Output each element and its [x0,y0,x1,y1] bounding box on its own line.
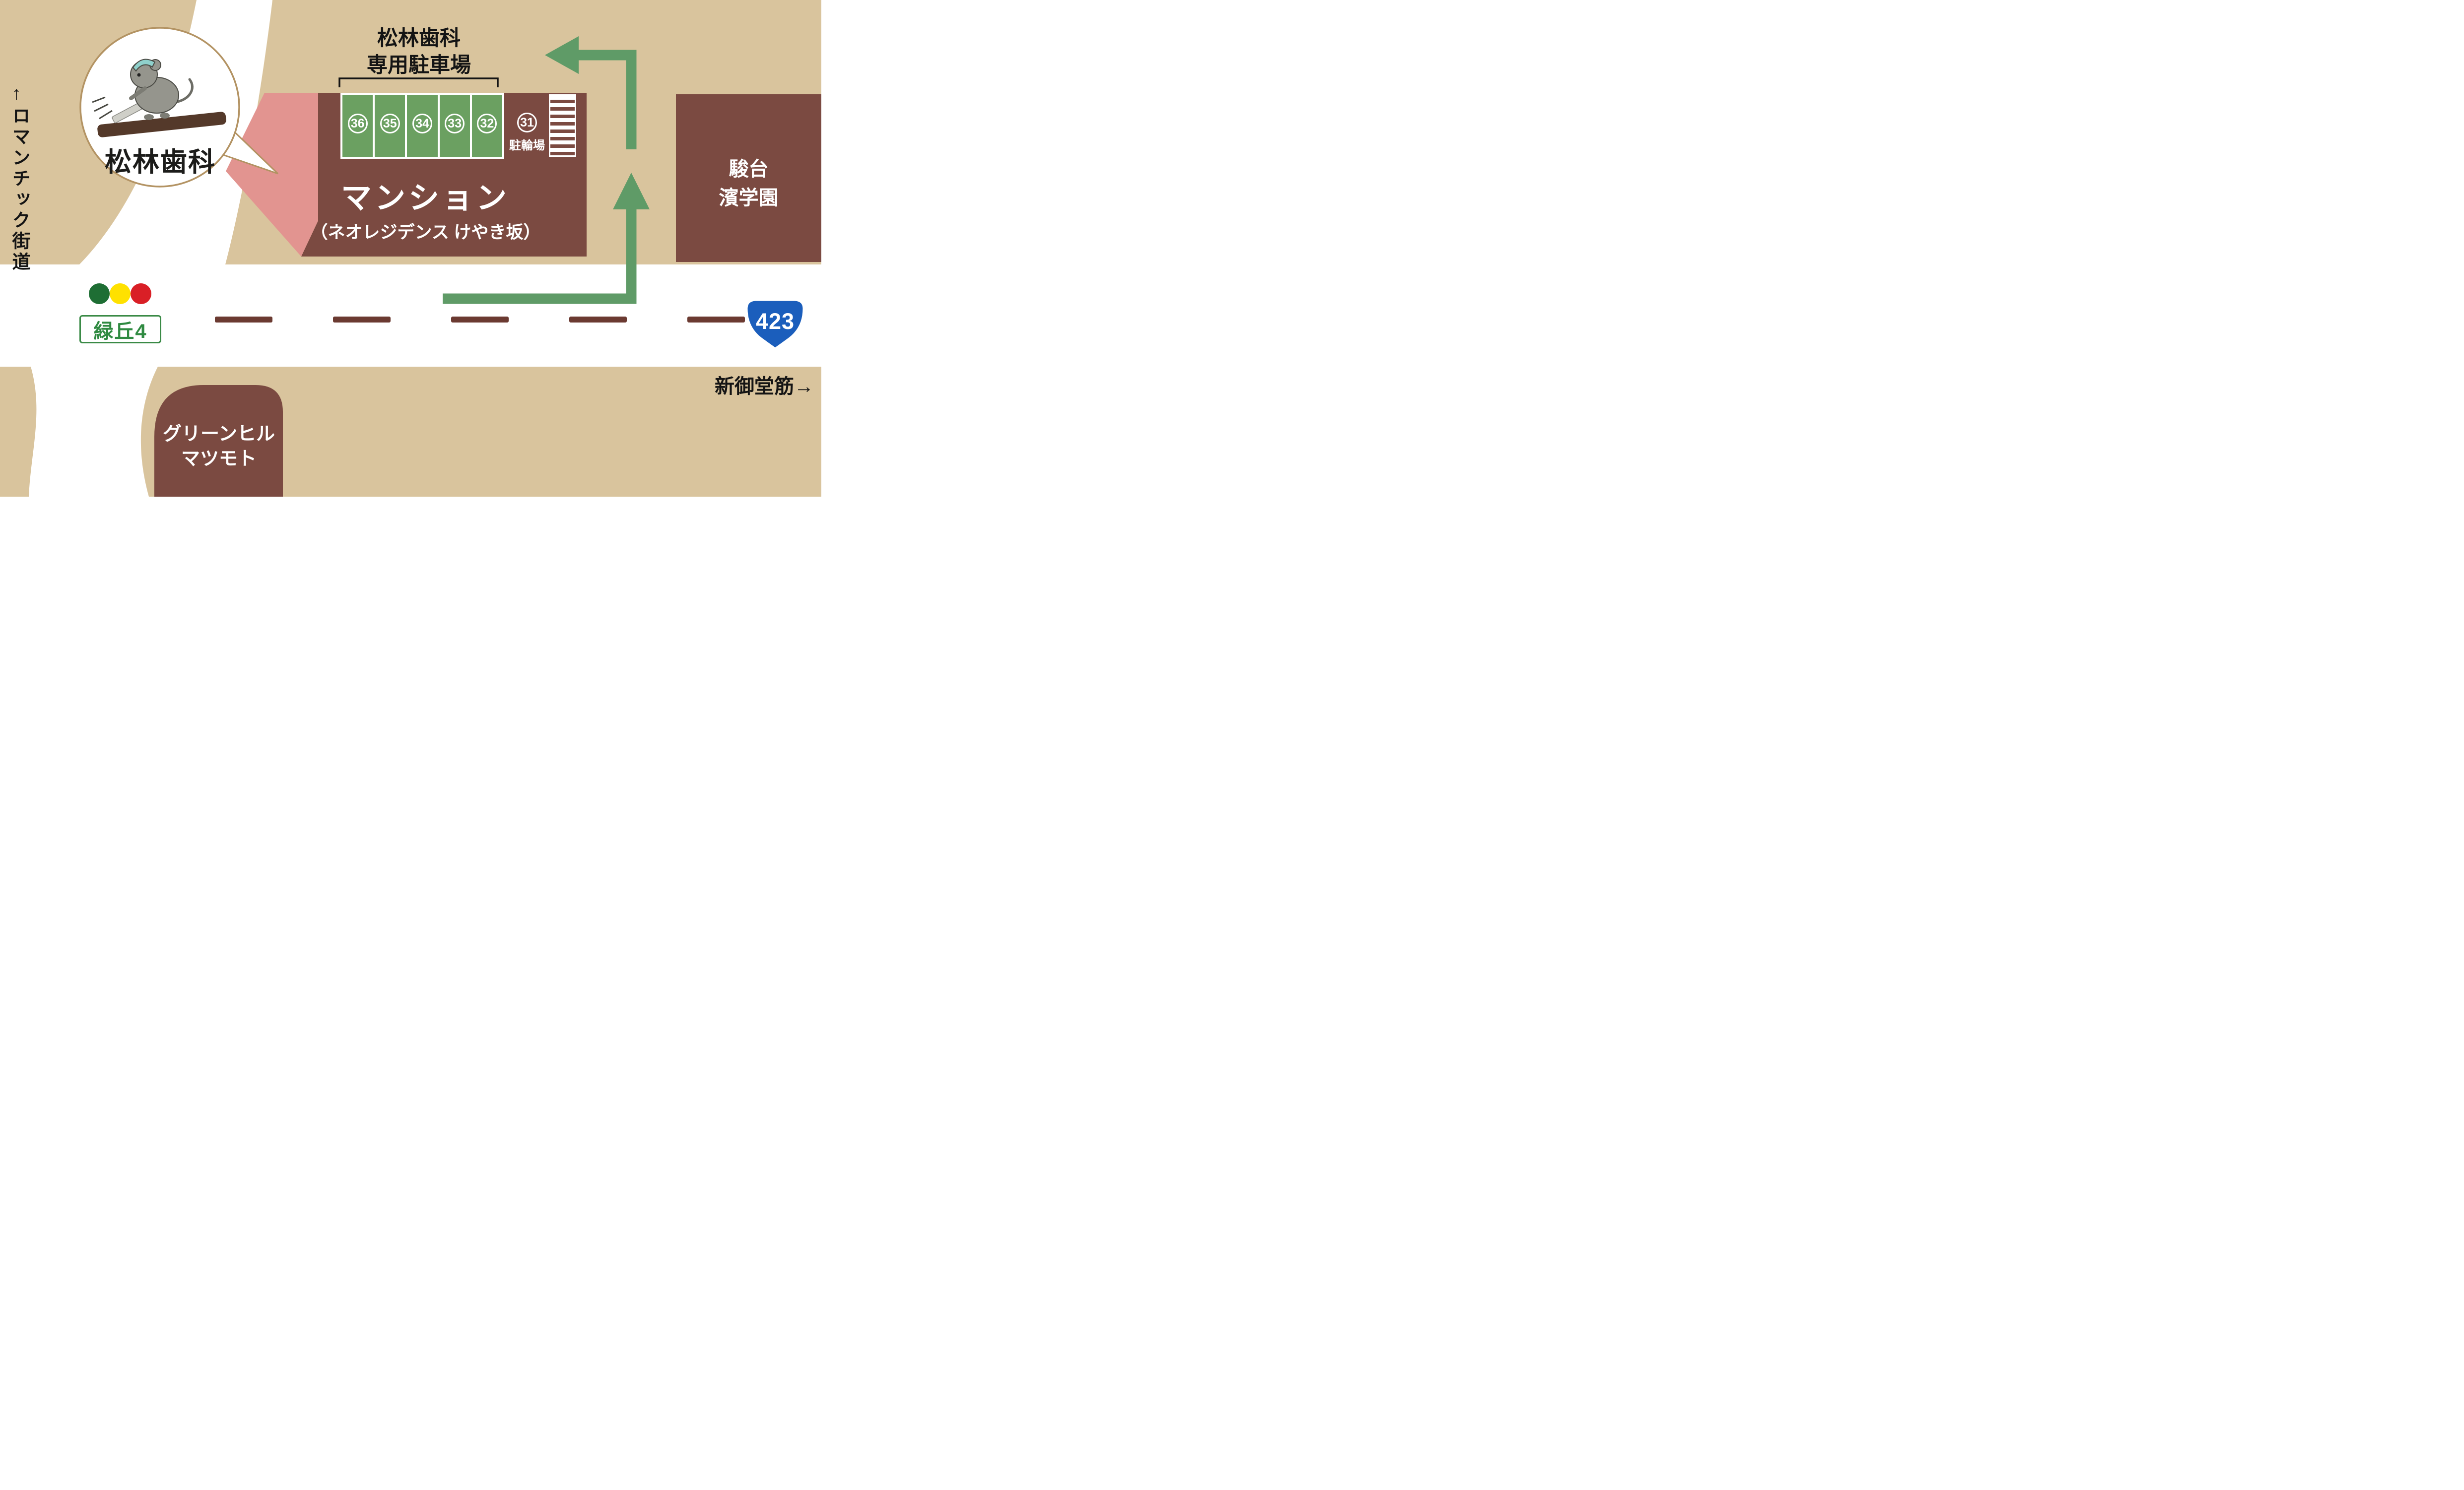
greenhill-building-label: グリーンヒル マツモト [154,422,283,471]
signal-green-light-icon [89,283,110,304]
romantic-kaido-street-label: ←ロマンチック街道 [9,85,30,273]
clinic-building [226,93,318,257]
parking-stall: 35 [375,95,405,157]
parking-stall: 33 [439,95,470,157]
clinic-mascot-illustration [92,59,226,137]
parking-stalls: 36 35 34 33 32 [340,93,504,159]
route-arrow-into-parking [545,36,637,149]
arrowhead-up-icon [613,173,650,209]
stall-number: 35 [380,114,400,133]
route-arrow-up-from-road [443,173,650,304]
parking-stall: 36 [342,95,373,157]
route-423-shield-icon [746,299,804,349]
stall-number: 34 [412,114,432,133]
access-map: ←ロマンチック街道 松林歯科 松林歯科 専用駐車場 36 35 34 33 32… [0,0,821,497]
stall-number: 31 [517,113,537,132]
school-name-line1: 駿台 [729,158,769,180]
parking-title-line1: 松林歯科 [377,26,461,50]
road-vertical-bottom [29,367,158,497]
route-number-label: 423 [755,309,795,334]
stall-number: 36 [347,114,368,133]
mascot-cap [132,59,156,72]
mansion-subname-label: （ネオレジデンス けやき坂） [310,223,541,242]
stairs-stripes [549,94,576,157]
clinic-speech-bubble [79,27,279,188]
school-name-label: 駿台 濱学園 [676,155,821,212]
parking-title-line2: 専用駐車場 [366,53,471,76]
intersection-name-sign: 緑丘4 [79,315,161,343]
map-canvas [0,0,821,497]
traffic-signal-icon [89,283,151,304]
signal-red-light-icon [131,283,151,304]
school-name-line2: 濱学園 [719,187,779,209]
parking-stall: 32 [471,95,503,157]
parking-stall: 34 [407,95,438,157]
shin-midosuji-street-label: 新御堂筋→ [715,376,814,397]
bicycle-parking-label: 駐輪場 [509,139,545,152]
greenhill-building [154,385,283,497]
stall-number: 32 [477,114,497,133]
stall-number: 33 [445,114,465,133]
parking-title: 松林歯科 専用駐車場 [331,25,507,78]
greenhill-line1: グリーンヒル [162,424,275,445]
clinic-name-label: 松林歯科 [105,147,216,177]
center-dash-line [215,317,745,323]
school-building [676,94,821,262]
mansion-name-label: マンション [340,181,510,215]
arrowhead-left-icon [545,36,579,74]
signal-yellow-light-icon [110,283,131,304]
parking-bracket [338,77,499,87]
greenhill-line2: マツモト [181,449,257,470]
bicycle-parking-stall: 31 駐輪場 [504,93,550,159]
